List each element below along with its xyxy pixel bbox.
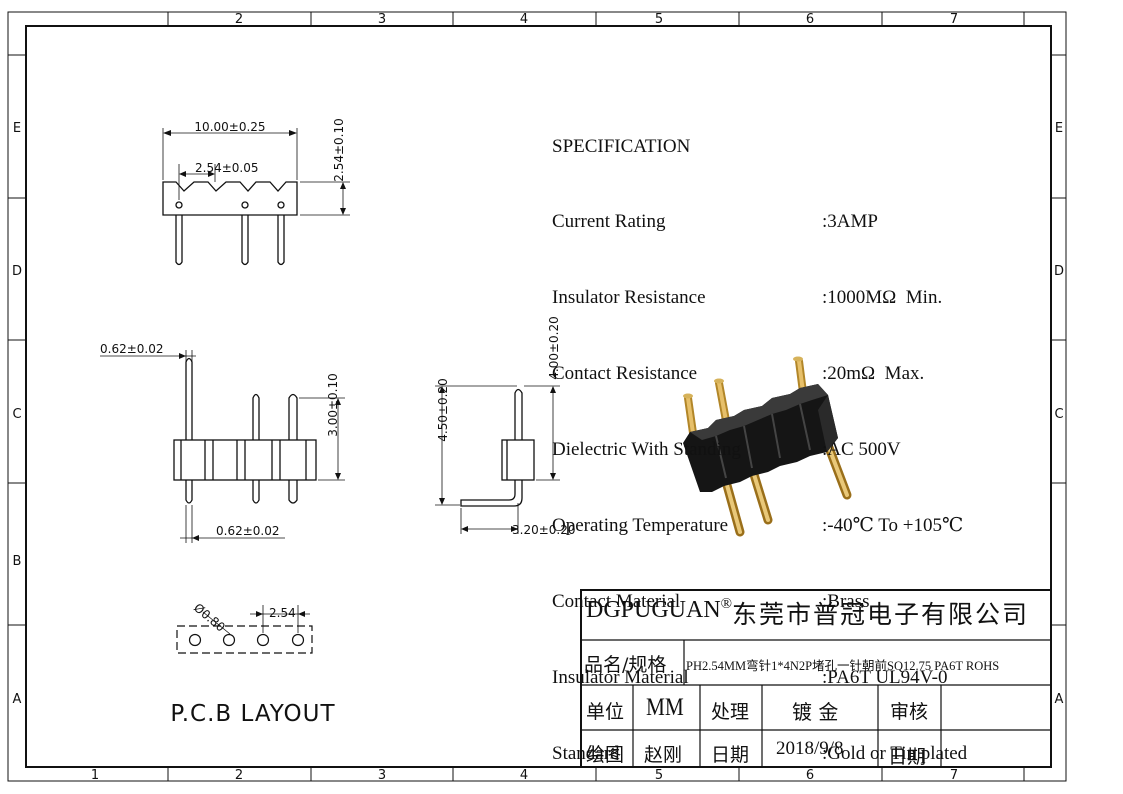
pcb-layout-title: P.C.B LAYOUT [170,701,335,727]
spec-row: Dielectric With Standing :AC 500V [552,437,901,462]
spec-label: Insulator Resistance [552,287,706,309]
specification-block: SPECIFICATION Current Rating :3AMP Insula… [552,83,967,791]
row-label: E [1055,121,1063,136]
spec-label: Operating Temperature [552,515,729,537]
spec-row: Standard:Gold or Tin plated [552,741,967,766]
dim-side-offset: 3.20±0.20 [512,523,576,537]
spec-value: :1000MΩ Min. [822,287,943,309]
name-value: PH2.54MM弯针1*4N2P堵孔一针朝前SQ12.75 PA6T ROHS [686,659,1000,673]
arrowheads [163,130,346,215]
spec-value: :-40℃ To +105℃ [822,515,964,537]
spec-value: :3AMP [822,211,878,233]
top-view [162,128,350,266]
col-label: 4 [520,12,528,27]
date-label: 日期 [711,744,750,766]
name-label: 品名/规格 [584,654,667,676]
dim-side-total: 4.50±0.20 [436,378,450,442]
review-label: 审核 [890,701,929,723]
row-label: C [12,407,21,422]
spec-value: :AC 500V [822,439,901,461]
date-label-2: 日期 [888,746,927,768]
col-label: 7 [950,12,958,27]
spec-label: Contact Resistance [552,363,698,385]
spec-row: Insulator Material:PA6T UL94V-0 [552,665,947,690]
dim-body-height: 3.00±0.10 [326,373,340,437]
dim-pcb-pitch: 2.54 [269,606,296,620]
col-label: 6 [806,768,814,783]
col-label: 2 [235,12,243,27]
date-value: 2018/9/8 [776,738,844,759]
spec-row: Contact Resistance :20mΩ Max. [552,361,924,386]
row-label: A [13,692,22,707]
inner-border [25,25,1052,768]
dim-length: 10.00±0.25 [194,120,265,134]
front-view [100,350,345,543]
row-label: E [13,121,21,136]
spec-row: Operating Temperature :-40℃ To +105℃ [552,513,963,538]
dim-pin-width-top: 0.62±0.02 [100,342,164,356]
spec-label: Dielectric With Standing [552,439,741,461]
col-label: 3 [378,768,386,783]
product-photo [683,356,852,537]
col-label: 1 [91,768,99,783]
zone-ticks [8,12,1066,781]
dim-side-upper: 4.00±0.20 [547,316,561,380]
registered-mark: ® [720,596,733,612]
spec-row: Current Rating :3AMP [552,209,878,234]
process-value: 镀 金 [792,700,839,724]
drawn-value: 赵刚 [644,744,683,766]
col-label: 5 [655,768,663,783]
dim-pcb-hole: Ø0.80 [191,601,228,635]
col-label: 2 [235,768,243,783]
row-label: D [1054,264,1064,279]
spec-row: Contact Material:Brass [552,589,870,614]
row-label: D [12,264,22,279]
side-view [435,385,560,534]
spec-label: Current Rating [552,211,666,233]
process-label: 处理 [711,701,750,723]
row-label: C [1054,407,1063,422]
spec-value: :20mΩ Max. [822,363,925,385]
dim-pitch: 2.54±0.05 [195,161,259,175]
drawn-label: 绘图 [586,744,625,766]
spec-heading: SPECIFICATION [552,135,691,157]
col-label: 6 [806,12,814,27]
col-label: 7 [950,768,958,783]
company-name-en: DGPUGUAN® [586,596,733,623]
row-label: B [13,554,22,569]
dim-height: 2.54±0.10 [332,118,346,182]
company-name-cn: 东莞市普冠电子有限公司 [732,600,1030,629]
dim-pin-width-bottom: 0.62±0.02 [216,524,280,538]
spec-row: Insulator Resistance :1000MΩ Min. [552,285,942,310]
unit-label: 单位 [586,701,625,723]
col-label: 3 [378,12,386,27]
outer-border [7,11,1067,782]
unit-value: MM [646,694,684,721]
row-label: A [1055,692,1064,707]
col-label: 5 [655,12,663,27]
zone-labels: 2 3 4 5 6 7 1 2 3 4 5 6 7 E D C B A E D … [12,12,1064,783]
col-label: 4 [520,768,528,783]
